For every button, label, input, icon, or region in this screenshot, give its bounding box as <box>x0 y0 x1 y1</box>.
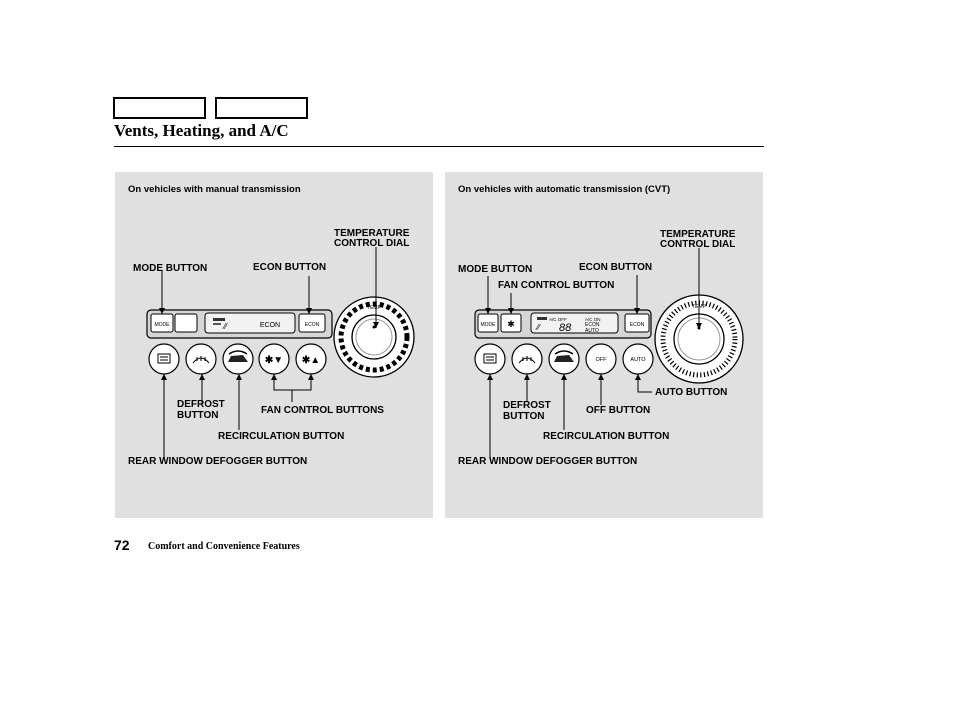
auto-button-text: AUTO <box>630 357 646 363</box>
auto-mode-label: MODE BUTTON <box>458 264 533 275</box>
auto-control-panel-illustration: MODE ✱ ⁄⁄ A/C OFF A/C ON 88 ECON AUTO EC… <box>474 248 744 457</box>
display-bars <box>537 317 547 320</box>
manual-control-panel-illustration: MODE ⁄⁄ ECON ECON TEMP <box>146 247 415 457</box>
display-window <box>530 312 619 334</box>
footer-section-title: Comfort and Convenience Features <box>148 541 300 552</box>
auto-fan-label: FAN CONTROL BUTTON <box>498 280 615 291</box>
manual-mode-label: MODE BUTTON <box>133 263 208 274</box>
off-button-text: OFF <box>596 357 608 363</box>
auto-temp-label-2: CONTROL DIAL <box>660 239 736 250</box>
manual-rear-defog-label: REAR WINDOW DEFOGGER BUTTON <box>128 456 308 467</box>
auto-temp-label-1: TEMPERATURE <box>660 229 736 240</box>
rear-defog-button-shape <box>474 343 506 375</box>
display-bars-2 <box>213 323 221 325</box>
fan-symbol-display: ⁄⁄ <box>222 322 228 331</box>
fan-symbol-display: ⁄⁄ <box>535 323 541 332</box>
ac-on-text: A/C ON <box>585 317 601 322</box>
temp-dial-text: TEMP <box>367 305 382 311</box>
page-number: 72 <box>114 537 130 553</box>
auto-recirc-label: RECIRCULATION BUTTON <box>543 431 670 442</box>
manual-recirc-label: RECIRCULATION BUTTON <box>218 431 345 442</box>
title-rule <box>114 146 764 147</box>
header-tab-1[interactable] <box>113 97 206 119</box>
auto-caption: On vehicles with automatic transmission … <box>458 184 671 195</box>
manual-transmission-figure: MODE ⁄⁄ ECON ECON TEMP <box>115 172 433 518</box>
auto-off-button-label: OFF BUTTON <box>586 405 651 416</box>
auto-display-text: AUTO <box>585 328 599 334</box>
mode-button-text: MODE <box>155 322 171 328</box>
auto-econ-label: ECON BUTTON <box>579 262 653 273</box>
manual-caption: On vehicles with manual transmission <box>128 184 301 195</box>
manual-defrost-label-2: BUTTON <box>177 410 219 421</box>
temp-dial-knob <box>351 314 397 360</box>
temp-dial-scale <box>338 301 410 373</box>
auto-rear-defog-label: REAR WINDOW DEFOGGER BUTTON <box>458 456 638 467</box>
temp-dial-pointer <box>372 325 376 329</box>
display-bars <box>213 318 225 321</box>
header-tab-2[interactable] <box>215 97 308 119</box>
off-button-shape: OFF <box>585 343 617 375</box>
fan-button-glyph: ✱ <box>507 319 515 329</box>
mode-button-text: MODE <box>481 322 497 328</box>
manual-temp-label-1: TEMPERATURE <box>334 228 410 239</box>
svg-text:✱▲: ✱▲ <box>302 355 320 366</box>
manual-arrowheads <box>159 308 379 380</box>
econ-display-text: ECON <box>260 322 280 329</box>
manual-fan-controls-label: FAN CONTROL BUTTONS <box>261 405 384 416</box>
auto-arrowheads <box>485 308 702 380</box>
ac-off-text: A/C OFF <box>549 317 567 322</box>
defrost-button-shape <box>511 343 543 375</box>
fan-up-button-shape: ✱▲ <box>295 343 327 375</box>
page-title: Vents, Heating, and A/C <box>114 121 289 140</box>
econ-display-text: ECON <box>585 322 600 328</box>
blank-button-shape <box>174 313 198 333</box>
manual-temp-label-2: CONTROL DIAL <box>334 238 410 249</box>
auto-defrost-label-2: BUTTON <box>503 411 545 422</box>
digits-text: 88 <box>559 322 572 334</box>
defrost-button-shape <box>185 343 217 375</box>
econ-button-shape <box>298 313 326 333</box>
automatic-transmission-figure: MODE ✱ ⁄⁄ A/C OFF A/C ON 88 ECON AUTO EC… <box>445 172 763 518</box>
recirc-button-shape <box>548 343 580 375</box>
manual-econ-label: ECON BUTTON <box>253 262 327 273</box>
auto-button-shape: AUTO <box>622 343 654 375</box>
auto-auto-button-label: AUTO BUTTON <box>655 387 728 398</box>
manual-defrost-label-1: DEFROST <box>177 399 225 410</box>
temp-dial-knob-inner <box>355 318 393 356</box>
fan-down-button-shape: ✱▼ <box>258 343 290 375</box>
econ-button-text: ECON <box>305 322 320 328</box>
econ-button-text: ECON <box>630 322 645 328</box>
display-window <box>204 312 296 334</box>
auto-defrost-label-1: DEFROST <box>503 400 551 411</box>
recirc-button-shape <box>222 343 254 375</box>
svg-text:✱▼: ✱▼ <box>265 355 283 366</box>
rear-defog-button-shape <box>148 343 180 375</box>
